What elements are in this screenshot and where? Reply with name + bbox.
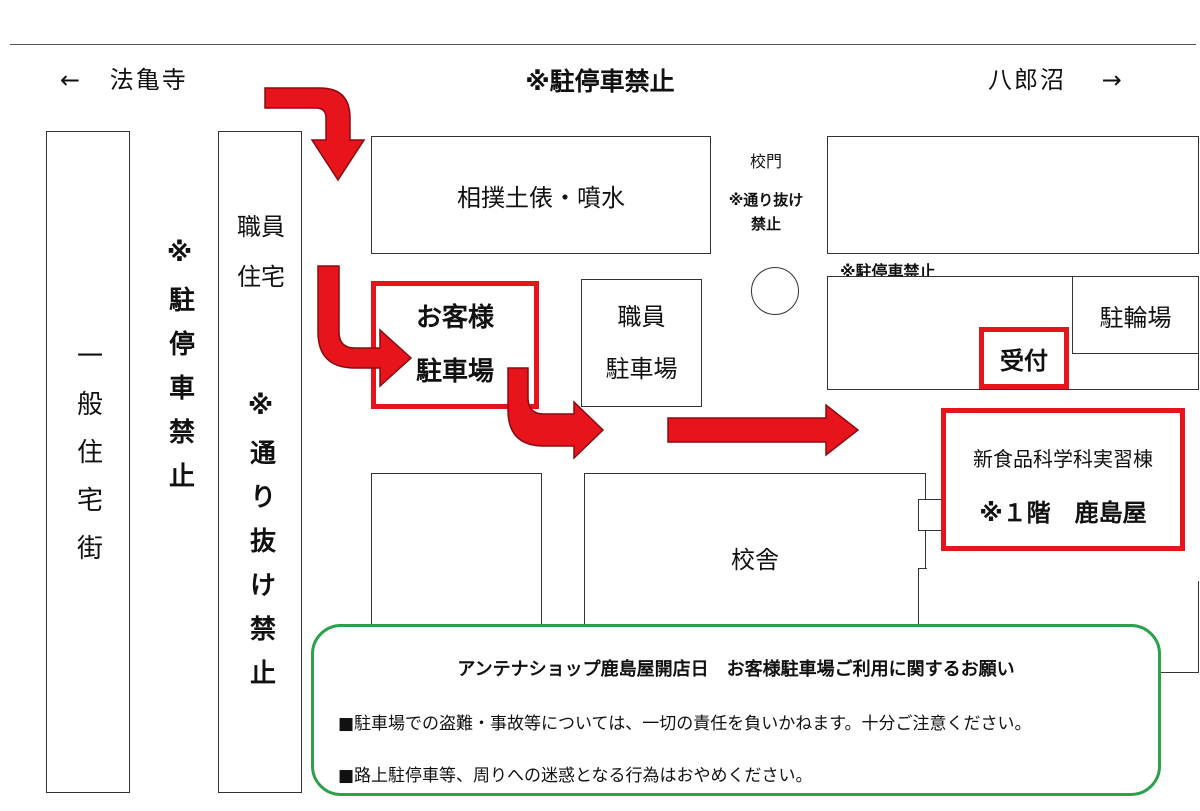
- bike-parking: 駐輪場: [1072, 276, 1199, 354]
- notice-title: アンテナショップ鹿島屋開店日 お客様駐車場ご利用に関するお願い: [457, 659, 1015, 680]
- reception-label: 受付: [1000, 346, 1048, 375]
- residential-area: 一般住宅街: [46, 131, 130, 793]
- right-direction: 八郎沼 →: [988, 60, 1124, 95]
- left-no-parking: ※駐停車禁止: [150, 222, 210, 522]
- new-food-science-building: 新食品科学科実習棟 ※１階 鹿島屋: [941, 408, 1185, 551]
- notice-line-theft: ■駐車場での盗難・事故等については、一切の責任を負いかねます。十分ご注意ください…: [338, 714, 1032, 734]
- customer-parking-label: お客様 駐車場: [415, 303, 494, 387]
- school-label: 校舎: [731, 546, 779, 574]
- no-through-vertical: ※通り抜け禁止: [219, 367, 303, 727]
- gate-no-through: ※通り抜け 禁止: [728, 191, 804, 233]
- staff-housing-label: 職員 住宅: [237, 213, 285, 291]
- reception: 受付: [979, 327, 1069, 389]
- school-gate-label: 校門: [749, 152, 782, 171]
- left-destination: 法亀寺: [109, 66, 188, 94]
- notice-line-parking: ■路上駐停車等、周りへの迷惑となる行為はおやめください。: [338, 766, 813, 786]
- top-divider: [10, 44, 1196, 45]
- route-arrow-straight: [667, 403, 860, 457]
- parking-notice-panel: アンテナショップ鹿島屋開店日 お客様駐車場ご利用に関するお願い ■駐車場での盗難…: [311, 624, 1161, 796]
- new-building-label: 新食品科学科実習棟: [973, 447, 1153, 471]
- sumo-label: 相撲土俵・噴水: [457, 183, 625, 212]
- left-direction: ← 法亀寺: [60, 60, 188, 95]
- right-destination: 八郎沼: [988, 66, 1066, 94]
- staff-housing-strip: 職員 住宅 ※通り抜け禁止: [218, 131, 302, 793]
- left-no-parking-label: ※駐停車禁止: [164, 238, 195, 506]
- header-no-parking: ※駐停車禁止: [525, 67, 675, 96]
- arrow-left-icon: ←: [60, 66, 83, 94]
- no-through-label: ※通り抜け禁止: [245, 391, 276, 703]
- sumo-ring-fountain: 相撲土俵・噴水: [371, 136, 711, 254]
- staff-parking: 職員 駐車場: [581, 279, 702, 407]
- staff-parking-label: 職員 駐車場: [605, 303, 678, 383]
- route-arrow-curve-3: [507, 367, 605, 460]
- bike-parking-label: 駐輪場: [1099, 303, 1172, 332]
- route-arrow-curve-1: [264, 87, 366, 182]
- residential-label: 一般住宅街: [72, 342, 103, 582]
- kashimaya-floor-label: ※１階 鹿島屋: [979, 499, 1147, 527]
- gate-circle-marker: [751, 267, 799, 315]
- route-arrow-curve-2: [317, 265, 413, 388]
- right-top-block: [827, 136, 1199, 254]
- arrow-right-icon: →: [1101, 66, 1124, 94]
